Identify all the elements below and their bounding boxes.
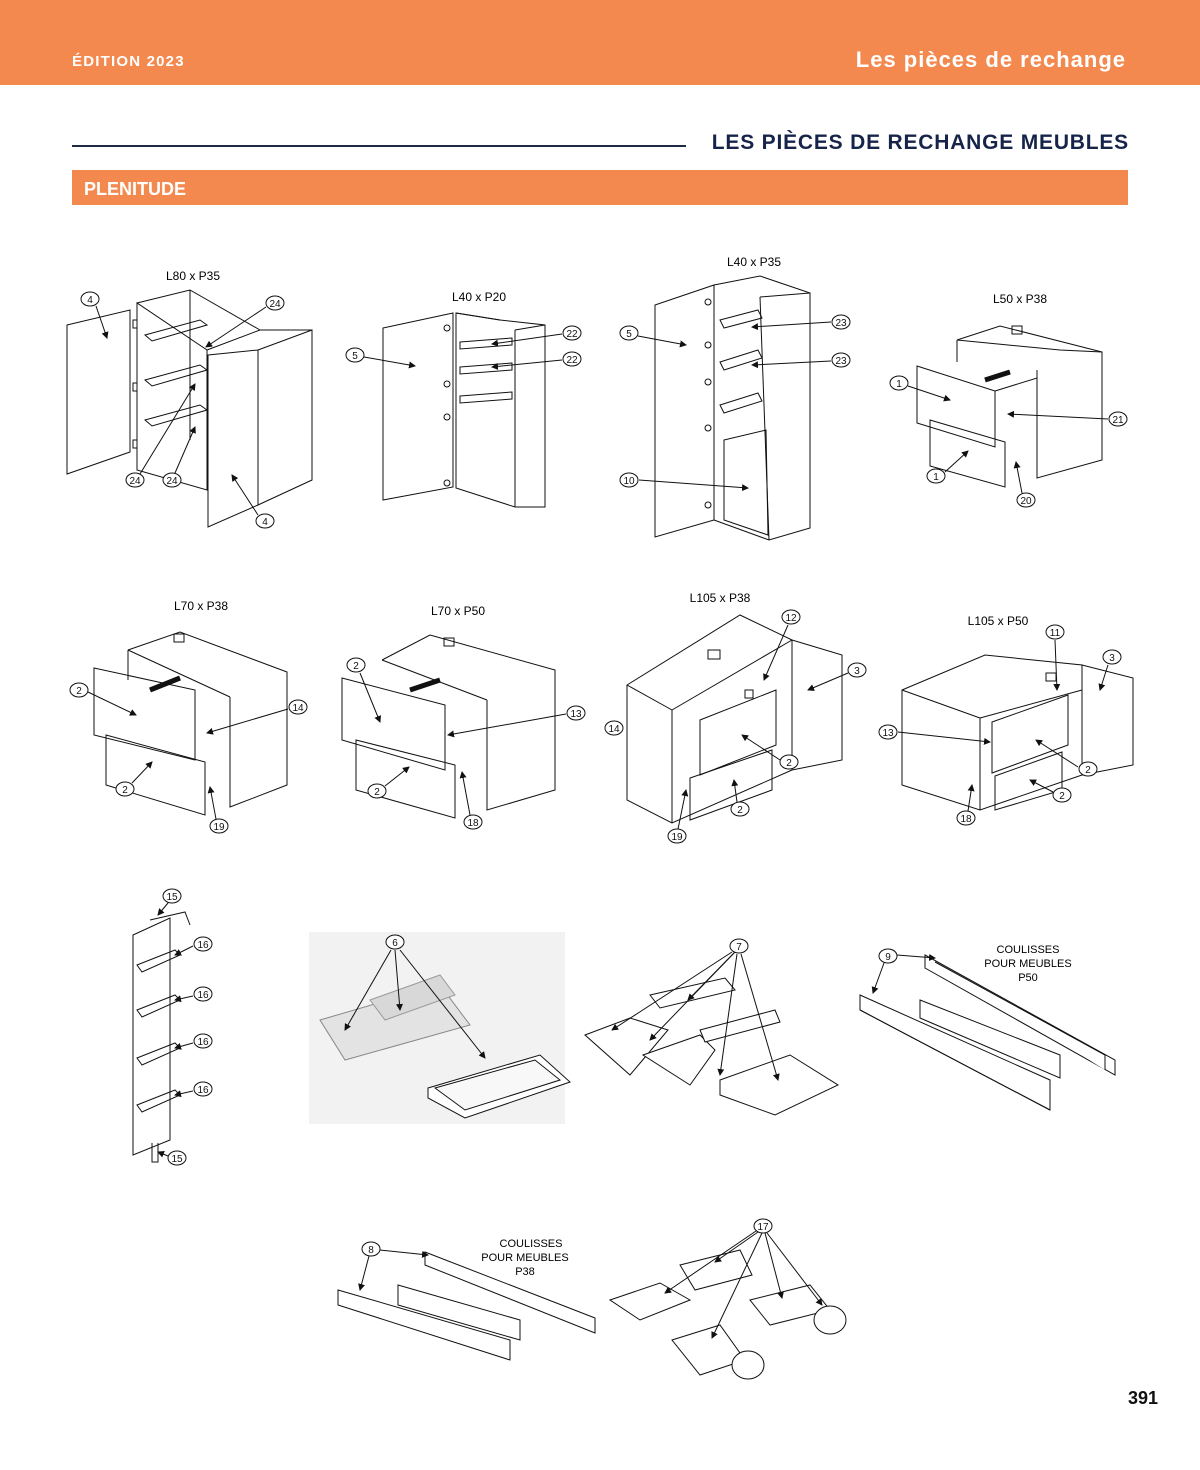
cabinet-l80-p35 xyxy=(66,289,313,528)
callout-2: 2 xyxy=(1059,791,1065,802)
section-title: LES PIÈCES DE RECHANGE MEUBLES xyxy=(711,131,1129,154)
callout-19: 19 xyxy=(671,832,683,843)
slides-label-line: POUR MEUBLES xyxy=(481,1252,568,1264)
callout-22: 22 xyxy=(566,329,578,340)
subsection-bar: PLENITUDE xyxy=(72,170,1128,205)
unit-size-label: L70 x P50 xyxy=(431,604,485,618)
header-bar: ÉDITION 2023 Les pièces de rechange xyxy=(0,0,1200,85)
callout-21: 21 xyxy=(1112,415,1124,426)
callout-6: 6 xyxy=(392,938,398,949)
callout-15: 15 xyxy=(166,892,178,903)
cabinet-l40-p20 xyxy=(382,312,546,508)
callout-18: 18 xyxy=(960,814,972,825)
callout-7: 7 xyxy=(736,942,742,953)
slides-label-line: COULISSES xyxy=(500,1238,563,1250)
unit-size-label: L50 x P38 xyxy=(993,292,1047,306)
callout-24: 24 xyxy=(129,476,141,487)
callout-17: 17 xyxy=(757,1222,769,1233)
drawer-slides-p50 xyxy=(859,954,1116,1111)
callout-11: 11 xyxy=(1050,628,1061,639)
towel-rail-panel xyxy=(132,911,191,1163)
callout-1: 1 xyxy=(933,472,939,483)
slides-label-line: COULISSES xyxy=(997,944,1060,956)
unit-size-label: L105 x P50 xyxy=(968,614,1029,628)
callout-4: 4 xyxy=(87,295,93,306)
vanity-l70-p50 xyxy=(341,634,556,819)
unit-size-label: L105 x P38 xyxy=(690,591,751,605)
page-number: 391 xyxy=(1127,1388,1158,1408)
callout-2: 2 xyxy=(1085,765,1091,776)
header-title: Les pièces de rechange xyxy=(855,47,1126,72)
callout-9: 9 xyxy=(885,952,891,963)
unit-size-label: L40 x P35 xyxy=(727,255,781,269)
callout-15: 15 xyxy=(171,1154,183,1165)
section-divider xyxy=(72,145,686,147)
callout-5: 5 xyxy=(626,329,632,340)
callout-8: 8 xyxy=(368,1245,374,1256)
slides-label-line: P50 xyxy=(1018,972,1038,984)
callout-22: 22 xyxy=(566,355,578,366)
callout-18: 18 xyxy=(467,818,479,829)
callout-2: 2 xyxy=(76,686,82,697)
callout-23: 23 xyxy=(835,356,847,367)
callout-2: 2 xyxy=(737,805,743,816)
edition-label: ÉDITION 2023 xyxy=(72,53,185,70)
vanity-l105-p50 xyxy=(901,654,1134,811)
callout-5: 5 xyxy=(352,351,358,362)
callout-2: 2 xyxy=(374,787,380,798)
callout-16: 16 xyxy=(197,1037,209,1048)
callout-1: 1 xyxy=(896,379,902,390)
callout-12: 12 xyxy=(785,613,797,624)
callout-2: 2 xyxy=(122,785,128,796)
pivot-hardware-17 xyxy=(608,1249,847,1380)
callout-10: 10 xyxy=(623,476,635,487)
unit-size-label: L80 x P35 xyxy=(166,269,220,283)
subsection-title: PLENITUDE xyxy=(84,179,187,199)
callout-2: 2 xyxy=(353,661,359,672)
callout-14: 14 xyxy=(292,703,304,714)
hinge-part-7 xyxy=(584,977,840,1116)
unit-size-label: L70 x P38 xyxy=(174,599,228,613)
callout-24: 24 xyxy=(166,476,178,487)
callout-13: 13 xyxy=(570,709,582,720)
callout-3: 3 xyxy=(854,666,860,677)
slides-label-line: POUR MEUBLES xyxy=(984,958,1071,970)
callout-2: 2 xyxy=(786,758,792,769)
vanity-l70-p38 xyxy=(93,631,288,816)
cabinet-l40-p35 xyxy=(654,275,811,541)
callout-23: 23 xyxy=(835,318,847,329)
vanity-l50-p38 xyxy=(916,325,1103,488)
callout-3: 3 xyxy=(1109,653,1115,664)
callout-13: 13 xyxy=(882,728,894,739)
vanity-l105-p38 xyxy=(626,614,843,824)
slides-label-line: P38 xyxy=(515,1266,535,1278)
callout-4: 4 xyxy=(262,517,268,528)
callout-19: 19 xyxy=(213,822,225,833)
callout-16: 16 xyxy=(197,990,209,1001)
callout-20: 20 xyxy=(1020,496,1032,507)
callout-24: 24 xyxy=(269,299,281,310)
callout-markers: 4 24 24 24 4 5 22 22 5 23 23 10 1 21 1 2… xyxy=(69,291,1128,1339)
unit-size-label: L40 x P20 xyxy=(452,290,506,304)
callout-16: 16 xyxy=(197,940,209,951)
callout-14: 14 xyxy=(608,724,620,735)
callout-16: 16 xyxy=(197,1085,209,1096)
hinge-part-6 xyxy=(309,932,571,1124)
drawer-slides-p38 xyxy=(337,1251,596,1361)
